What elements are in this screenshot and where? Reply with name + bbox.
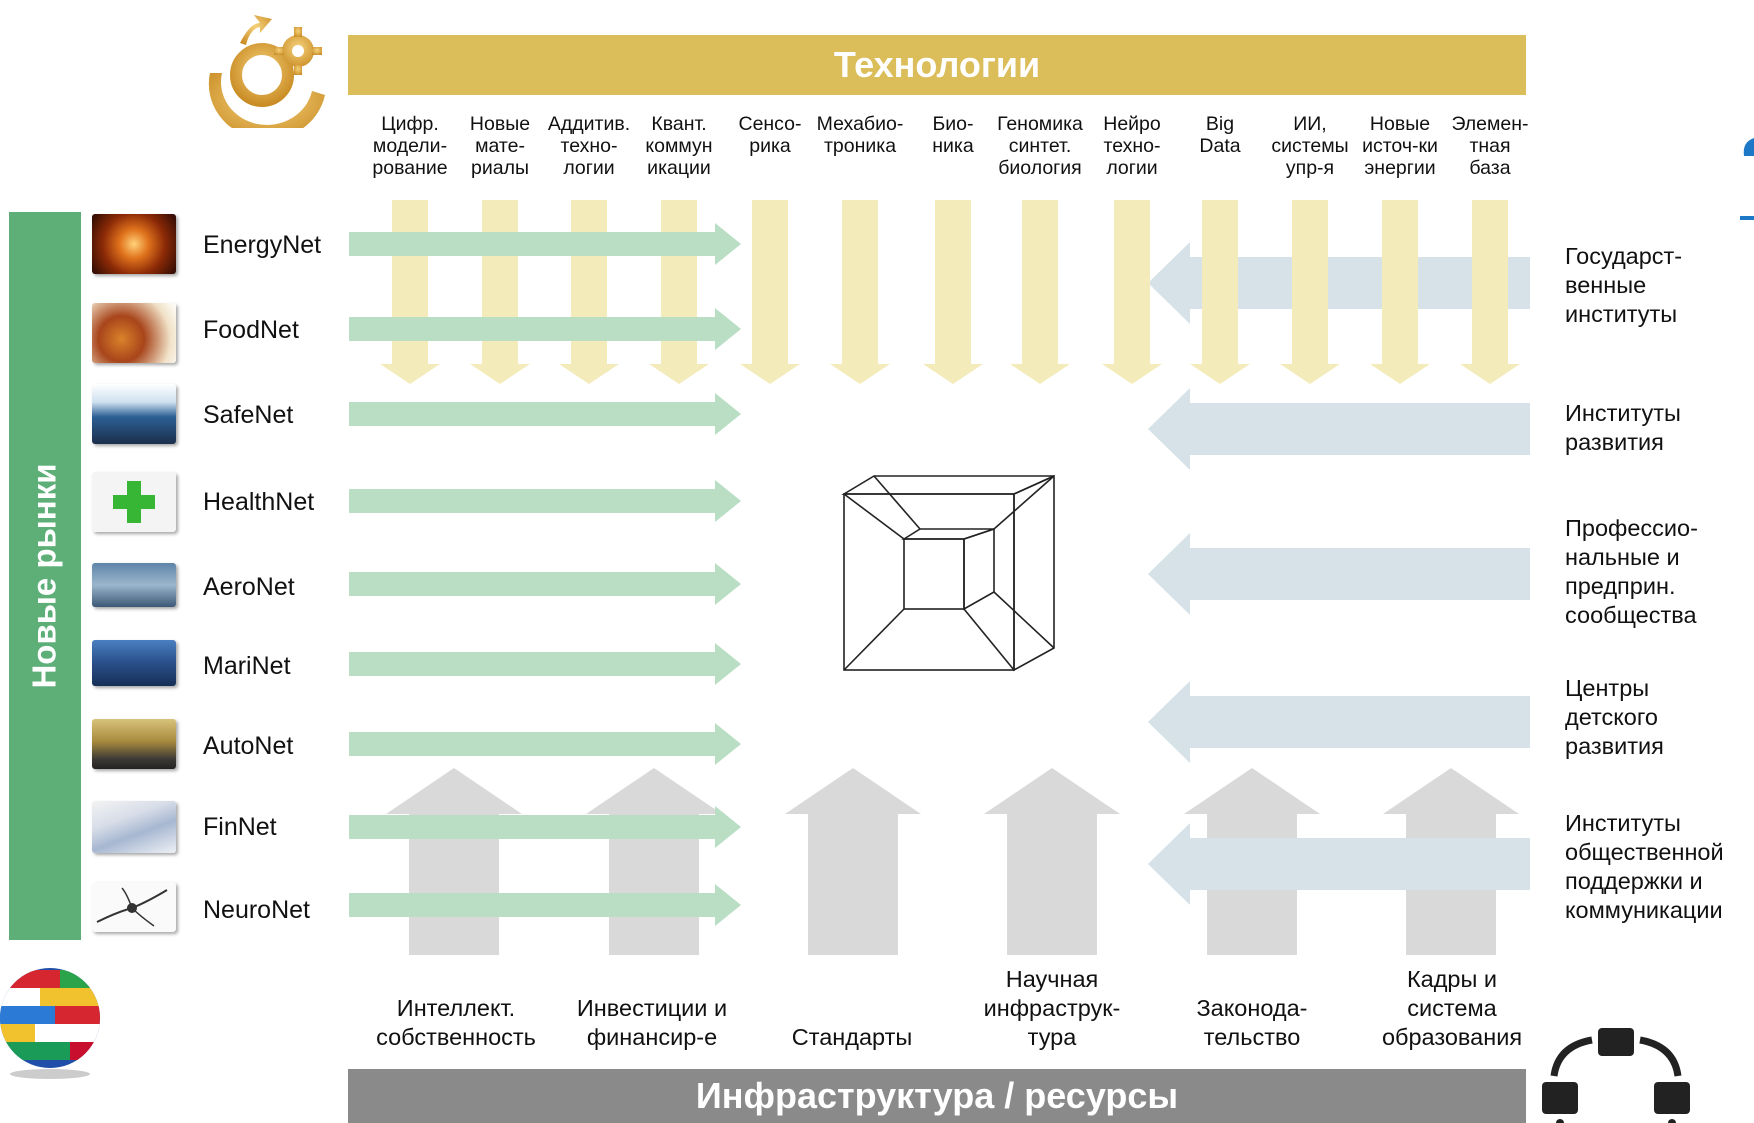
technologies-title: Технологии xyxy=(833,44,1041,85)
aero-plane-image xyxy=(92,563,176,607)
market-label-energynet: EnergyNet xyxy=(203,231,322,259)
institution-arrow xyxy=(1148,242,1530,324)
technology-arrow xyxy=(1102,200,1162,384)
tech-label: Квант. коммун икации xyxy=(645,113,713,179)
market-arrow xyxy=(349,643,741,685)
tech-label: Био- ника xyxy=(932,113,974,157)
market-label-marinet: MariNet xyxy=(203,652,291,680)
institution-label: Институты развития xyxy=(1565,400,1681,455)
market-label-autonet: AutoNet xyxy=(203,732,294,760)
institution-arrow xyxy=(1148,388,1530,470)
technology-arrow xyxy=(1190,200,1250,384)
resource-label: Интеллект. собственность xyxy=(376,995,536,1050)
market-label-neuronet: NeuroNet xyxy=(203,896,310,924)
neuron-image xyxy=(92,882,176,932)
tech-label: Геномика синтет. биология xyxy=(997,113,1083,179)
market-arrow xyxy=(349,723,741,765)
institution-arrow xyxy=(1148,681,1530,763)
market-arrow xyxy=(349,308,741,350)
tech-label: Новые источ-ки энергии xyxy=(1362,113,1438,179)
resource-arrow xyxy=(386,768,522,955)
technology-arrow xyxy=(470,200,530,384)
energy-image xyxy=(92,214,176,274)
resource-label: Инвестиции и финансир-е xyxy=(576,995,728,1050)
tech-label: Аддитив. техно- логии xyxy=(547,113,631,179)
resource-arrow xyxy=(984,768,1120,955)
technology-arrow xyxy=(1370,200,1430,384)
institution-label: Профессио- нальные и предприн. сообществ… xyxy=(1565,515,1698,628)
market-arrow xyxy=(349,223,741,265)
tech-label: Сенсо- рика xyxy=(738,113,802,157)
market-label-healthnet: HealthNet xyxy=(203,488,315,516)
tech-label: Big Data xyxy=(1199,113,1241,157)
institution-label: Центры детского развития xyxy=(1565,675,1664,759)
technology-arrow xyxy=(1460,200,1520,384)
technology-arrow xyxy=(380,200,440,384)
technology-arrow xyxy=(559,200,619,384)
marine-port-image xyxy=(92,640,176,686)
markets-banner xyxy=(9,212,81,940)
market-arrow xyxy=(349,884,741,926)
technology-arrow xyxy=(830,200,890,384)
flags-globe-icon xyxy=(0,968,100,1079)
market-arrow xyxy=(349,563,741,605)
market-label-finnet: FinNet xyxy=(203,813,277,841)
resource-label: Стандарты xyxy=(791,1024,913,1050)
resource-label: Научная инфраструк- тура xyxy=(983,966,1121,1050)
technology-arrow xyxy=(923,200,983,384)
market-label-aeronet: AeroNet xyxy=(203,573,295,601)
gear-growth-logo-icon xyxy=(208,15,325,128)
institution-arrow xyxy=(1148,533,1530,615)
technology-arrow xyxy=(740,200,800,384)
tech-label: Новые мате- риалы xyxy=(469,113,531,179)
markets-title: Новые рынки xyxy=(26,463,63,689)
tech-label: Мехабио- троника xyxy=(816,113,904,157)
technology-arrow xyxy=(1280,200,1340,384)
infrastructure-banner xyxy=(348,1069,1526,1123)
institution-label: Институты общественной поддержки и комму… xyxy=(1565,810,1724,923)
market-label-foodnet: FoodNet xyxy=(203,316,299,344)
tech-label: Цифр. модели- рование xyxy=(372,113,448,179)
safe-image xyxy=(92,384,176,444)
auto-cars-image xyxy=(92,719,176,769)
food-image xyxy=(92,303,176,363)
tesseract-icon xyxy=(841,474,1055,672)
resource-label: Кадры и система образования xyxy=(1381,966,1523,1050)
resource-arrow xyxy=(785,768,921,955)
tech-label: ИИ, системы упр-я xyxy=(1271,113,1349,179)
resource-label: Законода- тельство xyxy=(1196,995,1308,1050)
technologies-banner xyxy=(348,35,1526,95)
technology-arrow xyxy=(649,200,709,384)
technology-arrow xyxy=(1010,200,1070,384)
banknotes-image xyxy=(92,801,176,853)
partial-logo-icon xyxy=(1740,138,1754,220)
institution-label: Государст- венные институты xyxy=(1565,243,1683,327)
health-cross-image xyxy=(92,472,176,532)
market-arrow xyxy=(349,806,741,848)
network-nodes-icon xyxy=(1542,1028,1690,1123)
resource-arrow xyxy=(586,768,722,955)
market-arrow xyxy=(349,393,741,435)
market-label-safenet: SafeNet xyxy=(203,401,294,429)
tech-label: Элемен- тная база xyxy=(1451,113,1529,179)
market-arrow xyxy=(349,480,741,522)
tech-label: Нейро техно- логии xyxy=(1103,113,1161,179)
institution-arrow xyxy=(1148,823,1530,905)
infrastructure-title: Инфраструктура / ресурсы xyxy=(695,1075,1179,1116)
